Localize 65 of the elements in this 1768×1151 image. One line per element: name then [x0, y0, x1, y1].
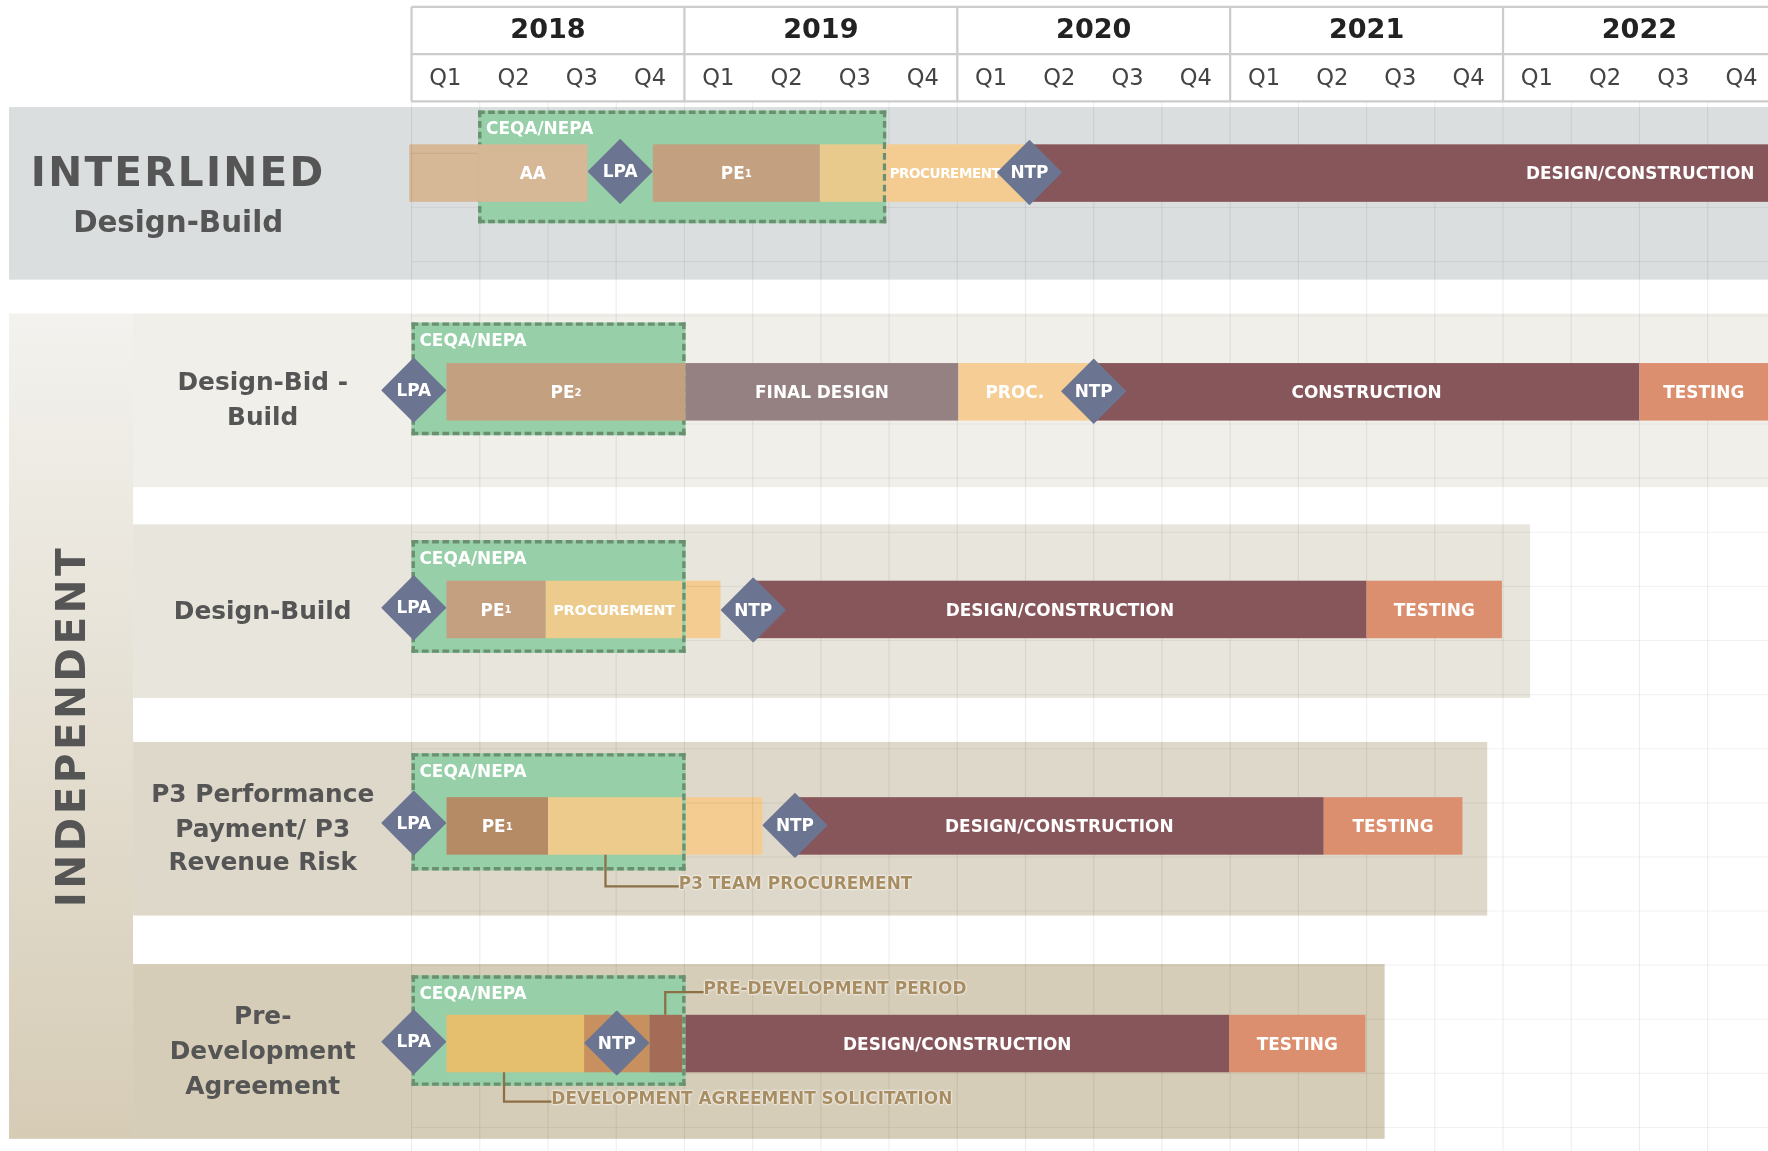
- dashed-period-box: [478, 110, 887, 224]
- year-label: 2022: [1600, 13, 1679, 46]
- leader-line: [664, 991, 704, 1015]
- phase-bar: PE$^{1}$: [446, 797, 548, 855]
- row-label: Design-Build: [173, 595, 352, 627]
- quarter-label: Q2: [1042, 63, 1077, 91]
- timeline-band: [133, 741, 1488, 916]
- year-label: 2020: [1055, 13, 1133, 46]
- callout-label: PRE-DEVELOPMENT PERIOD: [703, 978, 1014, 1006]
- phase-bar: [649, 1014, 683, 1073]
- timeline-band: [133, 524, 1531, 698]
- phase-bar: DESIGN/CONSTRUCTION: [685, 1014, 1230, 1073]
- band-heading: INDEPENDENT: [47, 545, 95, 908]
- quarter-label: Q4: [1724, 63, 1759, 91]
- year-label: 2021: [1327, 13, 1406, 46]
- timeline-band: [133, 964, 1385, 1139]
- phase-bar: [548, 797, 683, 855]
- period-label: CEQA/NEPA: [419, 330, 527, 351]
- timeline-band: [133, 313, 1768, 488]
- phase-bar: PE$^{2}$: [446, 363, 686, 421]
- quarter-label: Q4: [905, 63, 940, 91]
- row-label: Pre- Development Agreement: [168, 1000, 357, 1102]
- quarter-label: Q1: [1246, 63, 1282, 91]
- quarter-label: Q2: [1315, 63, 1350, 91]
- band-heading: INTERLINED: [30, 147, 326, 198]
- quarter-label: Q4: [633, 63, 668, 91]
- period-label: CEQA/NEPA: [419, 548, 527, 569]
- quarter-label: Q2: [496, 63, 531, 91]
- period-label: CEQA/NEPA: [485, 118, 594, 139]
- quarter-label: Q1: [701, 63, 736, 91]
- row-label: P3 Performance Payment/ P3 Revenue Risk: [150, 777, 376, 879]
- phase-bar: TESTING: [1229, 1014, 1366, 1073]
- phase-bar: TESTING: [1366, 580, 1502, 639]
- quarter-label: Q1: [974, 63, 1009, 91]
- leader-line: [604, 854, 679, 888]
- quarter-label: Q1: [428, 63, 463, 91]
- quarter-label: Q3: [1383, 63, 1418, 91]
- period-label: CEQA/NEPA: [419, 761, 527, 782]
- phase-bar: PE$^{1}$: [446, 580, 546, 639]
- period-label: CEQA/NEPA: [419, 983, 527, 1004]
- quarter-label: Q3: [564, 63, 599, 91]
- year-label: 2018: [509, 13, 587, 46]
- quarter-label: Q4: [1451, 63, 1486, 91]
- callout-label: P3 TEAM PROCUREMENT: [678, 872, 950, 900]
- row-label: Design-Build: [73, 203, 284, 241]
- phase-bar: TESTING: [1323, 797, 1463, 855]
- side-band: [9, 313, 134, 1139]
- phase-bar: PE$^{1}$: [652, 144, 820, 202]
- quarter-label: Q1: [1519, 63, 1554, 91]
- quarter-label: Q2: [1588, 63, 1623, 91]
- phase-bar: PROCUREMENT: [545, 580, 683, 639]
- quarter-label: Q4: [1178, 63, 1213, 91]
- year-label: 2019: [782, 13, 860, 46]
- quarter-label: Q3: [1110, 63, 1145, 91]
- row-label: Design-Bid -Build: [176, 366, 349, 433]
- phase-bar: FINAL DESIGN: [685, 363, 959, 421]
- phase-bar: TESTING: [1639, 363, 1768, 421]
- phase-bar: AA: [478, 144, 588, 202]
- callout-label: DEVELOPMENT AGREEMENT SOLICITATION: [551, 1088, 1031, 1116]
- quarter-label: Q2: [769, 63, 804, 91]
- quarter-label: Q3: [1656, 63, 1691, 91]
- leader-line: [502, 1072, 552, 1103]
- phase-bar: [446, 1014, 585, 1073]
- timeline-band: [9, 107, 1768, 280]
- quarter-label: Q3: [837, 63, 872, 91]
